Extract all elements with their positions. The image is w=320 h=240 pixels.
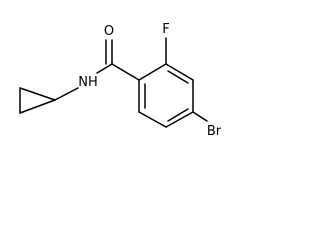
ring-double-bond-c2-c3 (167, 70, 189, 84)
cyclopropyl-bond-1 (19, 87, 56, 101)
bond-carbonyl-to-nitrogen (96, 63, 113, 74)
bond-ring-to-bromine (192, 111, 208, 122)
ring-bond-c2-c3 (165, 63, 194, 81)
ring-bond-c5-c6 (138, 111, 167, 128)
bond-nitrogen-to-cyclopropyl (54, 87, 79, 101)
amide-nitrogen-label: NH (78, 75, 98, 90)
ring-double-bond-c4-c5 (167, 108, 189, 122)
ring-bond-c1-c2 (138, 63, 167, 81)
fluorine-atom-label: F (162, 22, 169, 37)
oxygen-atom-label: O (104, 24, 114, 39)
bond-ring-to-carbonyl (111, 63, 140, 81)
bromine-atom-label: Br (207, 124, 222, 139)
cyclopropyl-bond-3 (19, 99, 56, 114)
chemical-structure: O F NH Br (19, 22, 222, 139)
benzene-ring (138, 63, 194, 128)
cyclopropyl-ring (19, 87, 56, 114)
ring-bond-c4-c5 (165, 111, 194, 128)
